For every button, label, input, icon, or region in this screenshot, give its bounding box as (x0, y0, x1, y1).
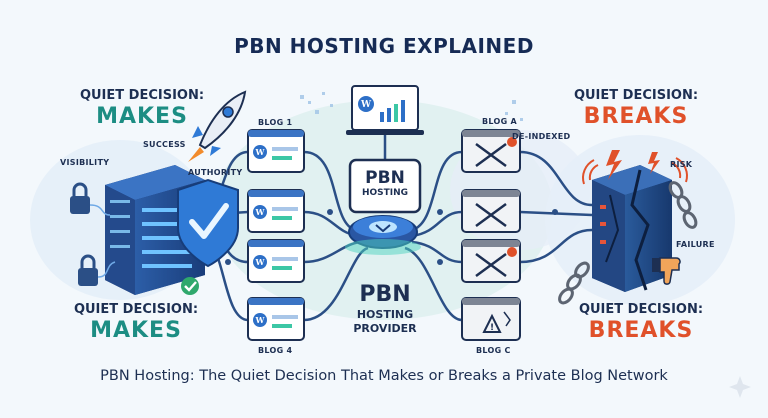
svg-text:W: W (360, 100, 372, 110)
failure-tag: FAILURE (676, 240, 715, 249)
right-top-word: BREAKS (583, 104, 689, 129)
svg-text:W: W (255, 257, 266, 267)
sign-line1: PBN (365, 168, 405, 188)
thumbs-down-icon (652, 257, 681, 285)
svg-text:W: W (255, 315, 266, 325)
sign-line2: HOSTING (361, 188, 409, 198)
center-laptop: W (346, 85, 424, 135)
blog-a-label: BLOG A (482, 117, 518, 126)
deindexed-tag: DE-INDEXED (512, 132, 571, 141)
left-blog-windows: W W W W (247, 129, 305, 341)
page-title: PBN HOSTING EXPLAINED (234, 34, 534, 58)
svg-text:W: W (255, 207, 266, 217)
shield-icon (177, 178, 239, 268)
lightning-icon (606, 150, 660, 180)
rocket-icon (188, 90, 247, 162)
provider-line3: PROVIDER (353, 322, 417, 335)
svg-text:!: ! (490, 323, 494, 333)
risk-tag: RISK (670, 160, 693, 169)
right-blog-windows: ! (461, 129, 521, 341)
caption: PBN Hosting: The Quiet Decision That Mak… (100, 368, 668, 384)
blog-1-label: BLOG 1 (258, 118, 293, 127)
sparkle-icon (729, 376, 751, 398)
provider-line1: PBN (359, 282, 411, 307)
blog-c-label: BLOG C (476, 346, 511, 355)
provider-line2: HOSTING (356, 308, 414, 321)
authority-tag: AUTHORITY (188, 168, 243, 177)
alarm-icon (582, 157, 688, 185)
visibility-tag: VISIBILITY (60, 158, 110, 167)
left-bottom-label: QUIET DECISION: (73, 302, 199, 317)
hosting-hub (345, 215, 421, 255)
left-top-word: MAKES (96, 104, 188, 129)
success-tag: SUCCESS (143, 140, 186, 149)
broken-chain-icon (558, 181, 698, 305)
left-top-label: QUIET DECISION: (79, 88, 205, 103)
blog-4-label: BLOG 4 (258, 346, 293, 355)
pbn-hosting-sign (348, 158, 422, 214)
right-bottom-label: QUIET DECISION: (578, 302, 704, 317)
right-top-label: QUIET DECISION: (573, 88, 699, 103)
svg-text:W: W (255, 147, 266, 157)
right-bottom-word: BREAKS (588, 318, 694, 343)
padlock-icon (70, 182, 98, 286)
check-icon (181, 277, 199, 295)
right-server (592, 165, 672, 292)
left-bottom-word: MAKES (90, 318, 182, 343)
